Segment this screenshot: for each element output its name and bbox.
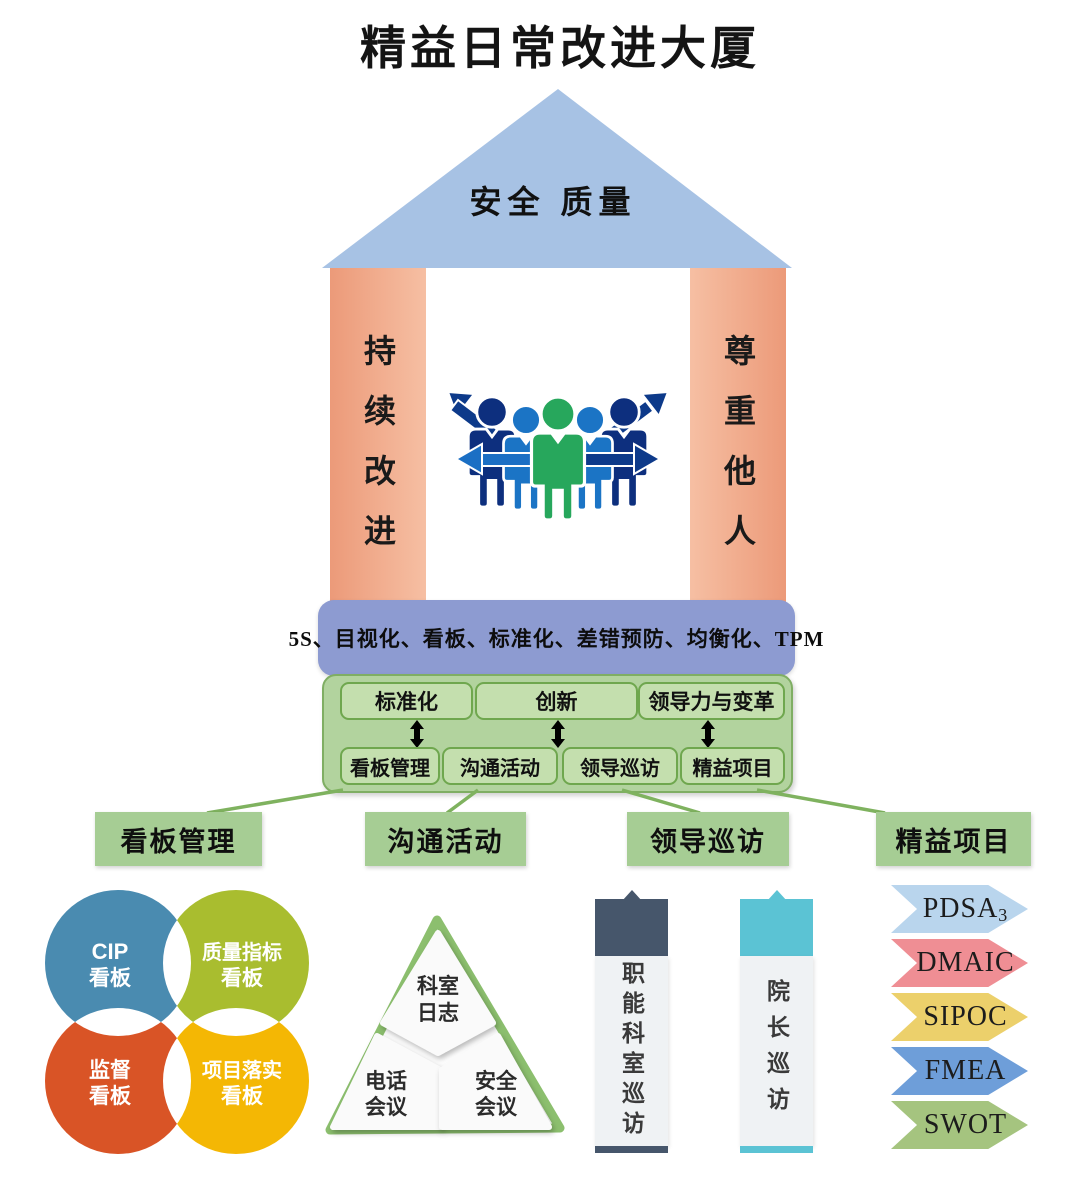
- banner-fmea-label: FMEA: [924, 1055, 1007, 1086]
- circle-supervision-board: [45, 1008, 191, 1154]
- column-peak: [766, 890, 787, 901]
- section-header-projects: 精益项目: [876, 812, 1031, 866]
- kanban-venn-diagram: CIP 看板 质量指标 看板 监督 看板 项目落实 看板: [45, 890, 309, 1154]
- right-pillar: 尊重他人: [690, 268, 786, 608]
- circle-quality-line2: 看板: [221, 967, 264, 990]
- right-pillar-label: 尊重他人: [720, 334, 756, 574]
- banner-dmaic: DMAIC: [891, 939, 1028, 987]
- banner-dmaic-label: DMAIC: [916, 947, 1015, 978]
- method-box-innovation: 创新: [475, 682, 638, 720]
- section-header-kanban: 看板管理: [95, 812, 262, 866]
- left-pillar: 持续改进: [330, 268, 426, 608]
- column-footer: [595, 1146, 668, 1153]
- horizontal-arrow-right: [569, 442, 663, 476]
- updown-arrow-icon: [701, 720, 715, 748]
- banner-sipoc-label: SIPOC: [923, 1001, 1008, 1032]
- updown-arrow-icon: [410, 720, 424, 748]
- tri-left-line1: 电话: [365, 1070, 407, 1093]
- triangle-piece-top: [380, 930, 496, 1056]
- circle-project-line2: 看板: [221, 1085, 264, 1108]
- column-peak: [621, 890, 642, 901]
- banner-pdsa-label: PDSA: [922, 893, 999, 924]
- column-body: 院长巡访: [740, 956, 813, 1146]
- rounds-column-functional: 职能科室巡访: [595, 890, 668, 1156]
- column-cap: [595, 899, 668, 956]
- circle-supervision-line2: 看板: [89, 1085, 132, 1108]
- method-box-leadership: 领导力与变革: [638, 682, 785, 720]
- circle-cip-board: [45, 890, 191, 1036]
- branch-connectors: [206, 788, 886, 815]
- column-footer: [740, 1146, 813, 1153]
- tri-top-line2: 日志: [417, 1001, 459, 1025]
- rounds-column-functional-label: 职能科室巡访: [618, 961, 645, 1141]
- tri-left-line2: 会议: [365, 1095, 408, 1119]
- circle-supervision-line1: 监督: [89, 1058, 131, 1082]
- roof-triangle: [322, 89, 792, 268]
- circle-cip-line1: CIP: [92, 939, 129, 964]
- section-header-rounds: 领导巡访: [627, 812, 789, 866]
- team-people-arrows-icon: [446, 390, 670, 522]
- activity-box-kanban: 看板管理: [340, 747, 440, 785]
- communication-triangle: 科室 日志 电话 会议 安全 会议: [325, 915, 565, 1135]
- rounds-column-director: 院长巡访: [740, 890, 813, 1156]
- section-header-communication: 沟通活动: [365, 812, 526, 866]
- column-body: 职能科室巡访: [595, 956, 668, 1146]
- tri-right-line2: 会议: [475, 1095, 518, 1119]
- triangle-piece-right: [439, 1033, 552, 1130]
- circle-project-board: [163, 1008, 309, 1154]
- column-cap: [740, 899, 813, 956]
- banner-pdsa-subscript: 3: [998, 905, 1009, 925]
- tri-top-line1: 科室: [417, 974, 459, 998]
- updown-arrow-icon: [551, 720, 565, 748]
- horizontal-arrow-left: [453, 442, 547, 476]
- base-container: 标准化 创新 领导力与变革 看板管理 沟通活动 领导巡访 精益项目: [322, 674, 793, 793]
- rounds-column-director-label: 院长巡访: [763, 979, 790, 1123]
- circle-cip-line2: 看板: [89, 967, 132, 990]
- activity-box-rounds: 领导巡访: [562, 747, 678, 785]
- activity-box-communication: 沟通活动: [442, 747, 558, 785]
- left-pillar-label: 持续改进: [360, 334, 396, 574]
- tri-right-line1: 安全: [475, 1069, 518, 1093]
- roof-label: 安全 质量: [470, 184, 637, 220]
- foundation-bar-label: 5S、目视化、看板、标准化、差错预防、均衡化、TPM: [288, 627, 825, 651]
- foundation-bar: 5S、目视化、看板、标准化、差错预防、均衡化、TPM: [289, 600, 823, 676]
- banner-swot-label: SWOT: [923, 1109, 1008, 1140]
- circle-quality-board: [163, 890, 309, 1036]
- method-box-standardization: 标准化: [340, 682, 473, 720]
- roof-shape: 安全 质量: [322, 89, 792, 268]
- activity-box-projects: 精益项目: [680, 747, 785, 785]
- circle-project-line1: 项目落实: [202, 1058, 282, 1082]
- circle-quality-line1: 质量指标: [202, 940, 282, 964]
- banner-sipoc: SIPOC: [891, 993, 1028, 1041]
- page-title: 精益日常改进大厦: [360, 23, 760, 74]
- banner-swot: SWOT: [891, 1101, 1028, 1149]
- banner-fmea: FMEA: [891, 1047, 1028, 1095]
